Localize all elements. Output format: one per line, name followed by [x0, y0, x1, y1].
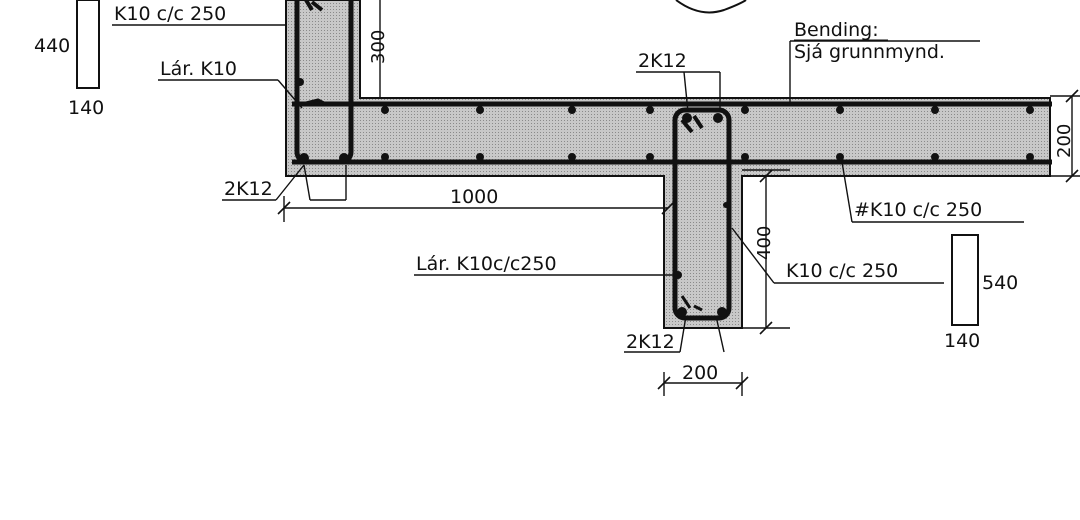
- beam-stirrup-hook-bottom: [680, 295, 703, 312]
- label-mesh-k10: #K10 c/c 250: [854, 199, 982, 221]
- label-dim-1000: 1000: [450, 186, 498, 208]
- label-stirrup-top-left: K10 c/c 250: [114, 3, 226, 25]
- label-lar-k10c250: Lár. K10c/c250: [416, 253, 557, 275]
- leader-lines: [112, 0, 1080, 396]
- label-lar-k10: Lár. K10: [160, 58, 237, 80]
- beam-stirrup: [672, 107, 732, 321]
- label-width-140-right: 140: [944, 330, 980, 352]
- stirrup-hook-top: [303, 0, 324, 12]
- label-width-440: 440: [34, 35, 70, 57]
- label-stirrup-k10-right: K10 c/c 250: [786, 260, 898, 282]
- label-width-140-left: 140: [68, 97, 104, 119]
- profile-rect-left: [76, 0, 100, 89]
- dim-ticks: [277, 89, 1079, 390]
- label-dim-300: 300: [368, 30, 389, 64]
- label-2k12-top: 2K12: [638, 50, 687, 72]
- beam-stirrup-hook: [680, 114, 704, 134]
- label-dim-200-bottom: 200: [682, 362, 718, 384]
- section-marker-circle: [675, 0, 747, 14]
- label-2k12-left: 2K12: [224, 178, 273, 200]
- label-dim-200-right: 200: [1054, 124, 1075, 158]
- label-dim-400: 400: [754, 226, 775, 260]
- wall-corner-bars: [296, 78, 349, 163]
- label-bending-note: Sjá grunnmynd.: [794, 41, 945, 63]
- profile-rect-right: [951, 234, 979, 326]
- label-bending-title: Bending:: [794, 19, 879, 41]
- label-width-540: 540: [982, 272, 1018, 294]
- slab-bar-hook: [301, 98, 327, 106]
- label-2k12-bottom: 2K12: [626, 331, 675, 353]
- beam-corner-bars: [674, 113, 729, 317]
- slab-mesh-dots: [381, 106, 1034, 161]
